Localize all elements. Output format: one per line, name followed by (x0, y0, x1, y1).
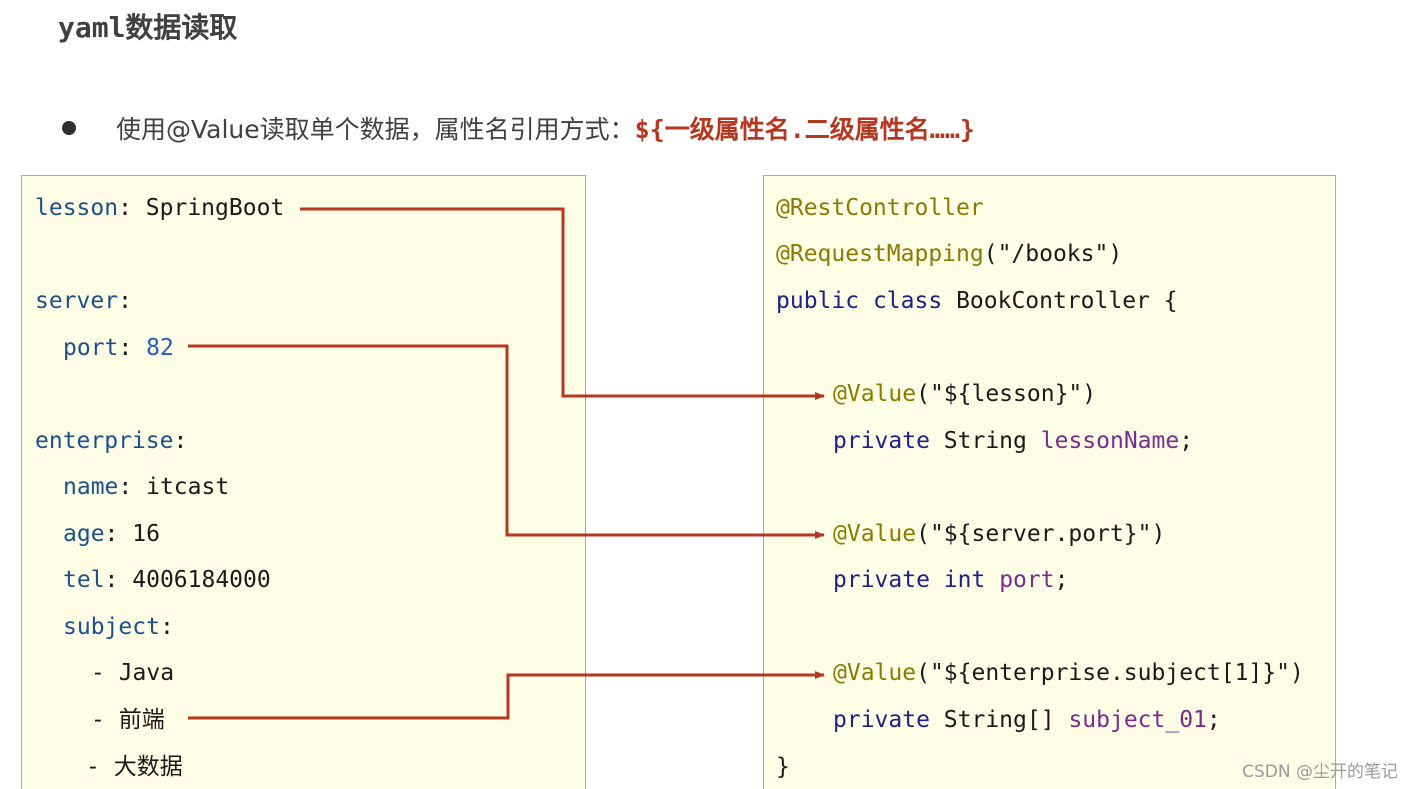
watermark: CSDN @尘开的笔记 (1242, 762, 1398, 782)
yaml-value-name: itcast (146, 474, 230, 500)
value-annotation-lesson: @Value (833, 381, 917, 407)
class-name: BookController { (956, 288, 1178, 314)
page-title: yaml数据读取 (58, 11, 238, 44)
yaml-key-enterprise: enterprise (35, 428, 174, 454)
value-arg-lesson: ("${lesson}") (916, 381, 1097, 407)
bullet-line: 使用@Value读取单个数据，属性名引用方式： ${一级属性名.二级属性名……} (56, 108, 975, 148)
field-type-lesson: String (943, 428, 1027, 454)
private-keyword: private (833, 707, 930, 733)
connector-lesson-arrow (300, 207, 825, 400)
yaml-key-port: port (63, 335, 119, 361)
yaml-line-lesson: lesson: SpringBoot (35, 195, 285, 221)
request-mapping-annotation: @RequestMapping (776, 241, 984, 267)
field-name-port: port (999, 567, 1055, 593)
java-line-field-port: private int port; (833, 567, 1069, 593)
value-arg-port: ("${server.port}") (916, 521, 1166, 547)
yaml-key-lesson: lesson (35, 195, 119, 221)
java-line-rest-controller: @RestController (776, 193, 984, 223)
property-syntax: ${一级属性名.二级属性名……} (634, 115, 975, 144)
yaml-line-port: port: 82 (63, 335, 174, 361)
yaml-key-server: server (35, 288, 119, 314)
yaml-value-port: 82 (146, 335, 174, 361)
java-line-field-lesson: private String lessonName; (833, 428, 1194, 454)
connector-subject-arrow (188, 671, 825, 720)
class-keyword: class (872, 288, 943, 314)
yaml-subject-item-2: 大数据 (113, 754, 183, 780)
yaml-list-item: - Java (91, 660, 175, 686)
yaml-value-age: 16 (132, 521, 160, 547)
yaml-line-subject: subject: (63, 614, 174, 640)
value-arg-subject: ("${enterprise.subject[1]}") (916, 660, 1304, 686)
java-line-request-mapping: @RequestMapping("/books") (776, 239, 1122, 269)
rest-controller-annotation: @RestController (776, 195, 984, 221)
yaml-value-tel: 4006184000 (132, 567, 271, 593)
java-line-value-lesson: @Value("${lesson}") (833, 379, 1096, 409)
yaml-subject-item-0: Java (118, 660, 175, 686)
bullet-text: 使用@Value读取单个数据，属性名引用方式： (116, 115, 635, 144)
java-line-closing: } (776, 752, 790, 782)
yaml-key-tel: tel (63, 567, 105, 593)
yaml-key-subject: subject (63, 614, 160, 640)
yaml-subject-item-1: 前端 (118, 707, 165, 733)
java-line-value-subject: @Value("${enterprise.subject[1]}") (833, 658, 1304, 688)
value-annotation-subject: @Value (833, 660, 917, 686)
value-annotation-port: @Value (833, 521, 917, 547)
connector-port-arrow (188, 344, 825, 539)
yaml-value-lesson: SpringBoot (145, 195, 285, 221)
java-line-value-port: @Value("${server.port}") (833, 519, 1165, 549)
closing-brace: } (776, 754, 790, 780)
yaml-key-age: age (63, 521, 105, 547)
private-keyword: private (833, 567, 930, 593)
yaml-line-name: name: itcast (63, 474, 230, 500)
yaml-list-item: - 大数据 (86, 754, 183, 780)
bullet-dot-icon (62, 121, 76, 135)
field-type-subject: String[] (943, 707, 1055, 733)
java-line-class-decl: public class BookController { (776, 286, 1178, 316)
yaml-key-name: name (63, 474, 119, 500)
java-line-field-subject: private String[] subject_01; (833, 707, 1221, 733)
field-name-lesson: lessonName (1040, 428, 1180, 454)
field-name-subject: subject_01 (1068, 707, 1207, 733)
yaml-line-tel: tel: 4006184000 (63, 567, 271, 593)
yaml-line-server: server: (35, 288, 132, 314)
public-keyword: public (776, 288, 860, 314)
java-code-panel: @RestController @RequestMapping("/books"… (763, 175, 1336, 789)
request-mapping-arg: ("/books") (983, 241, 1123, 267)
yaml-line-enterprise: enterprise: (35, 428, 188, 454)
yaml-code-panel: lesson: SpringBoot server: port: 82 ente… (21, 175, 586, 789)
yaml-list-item: - 前端 (91, 707, 165, 733)
field-type-port: int (943, 567, 986, 593)
yaml-line-age: age: 16 (63, 521, 160, 547)
private-keyword: private (833, 428, 930, 454)
